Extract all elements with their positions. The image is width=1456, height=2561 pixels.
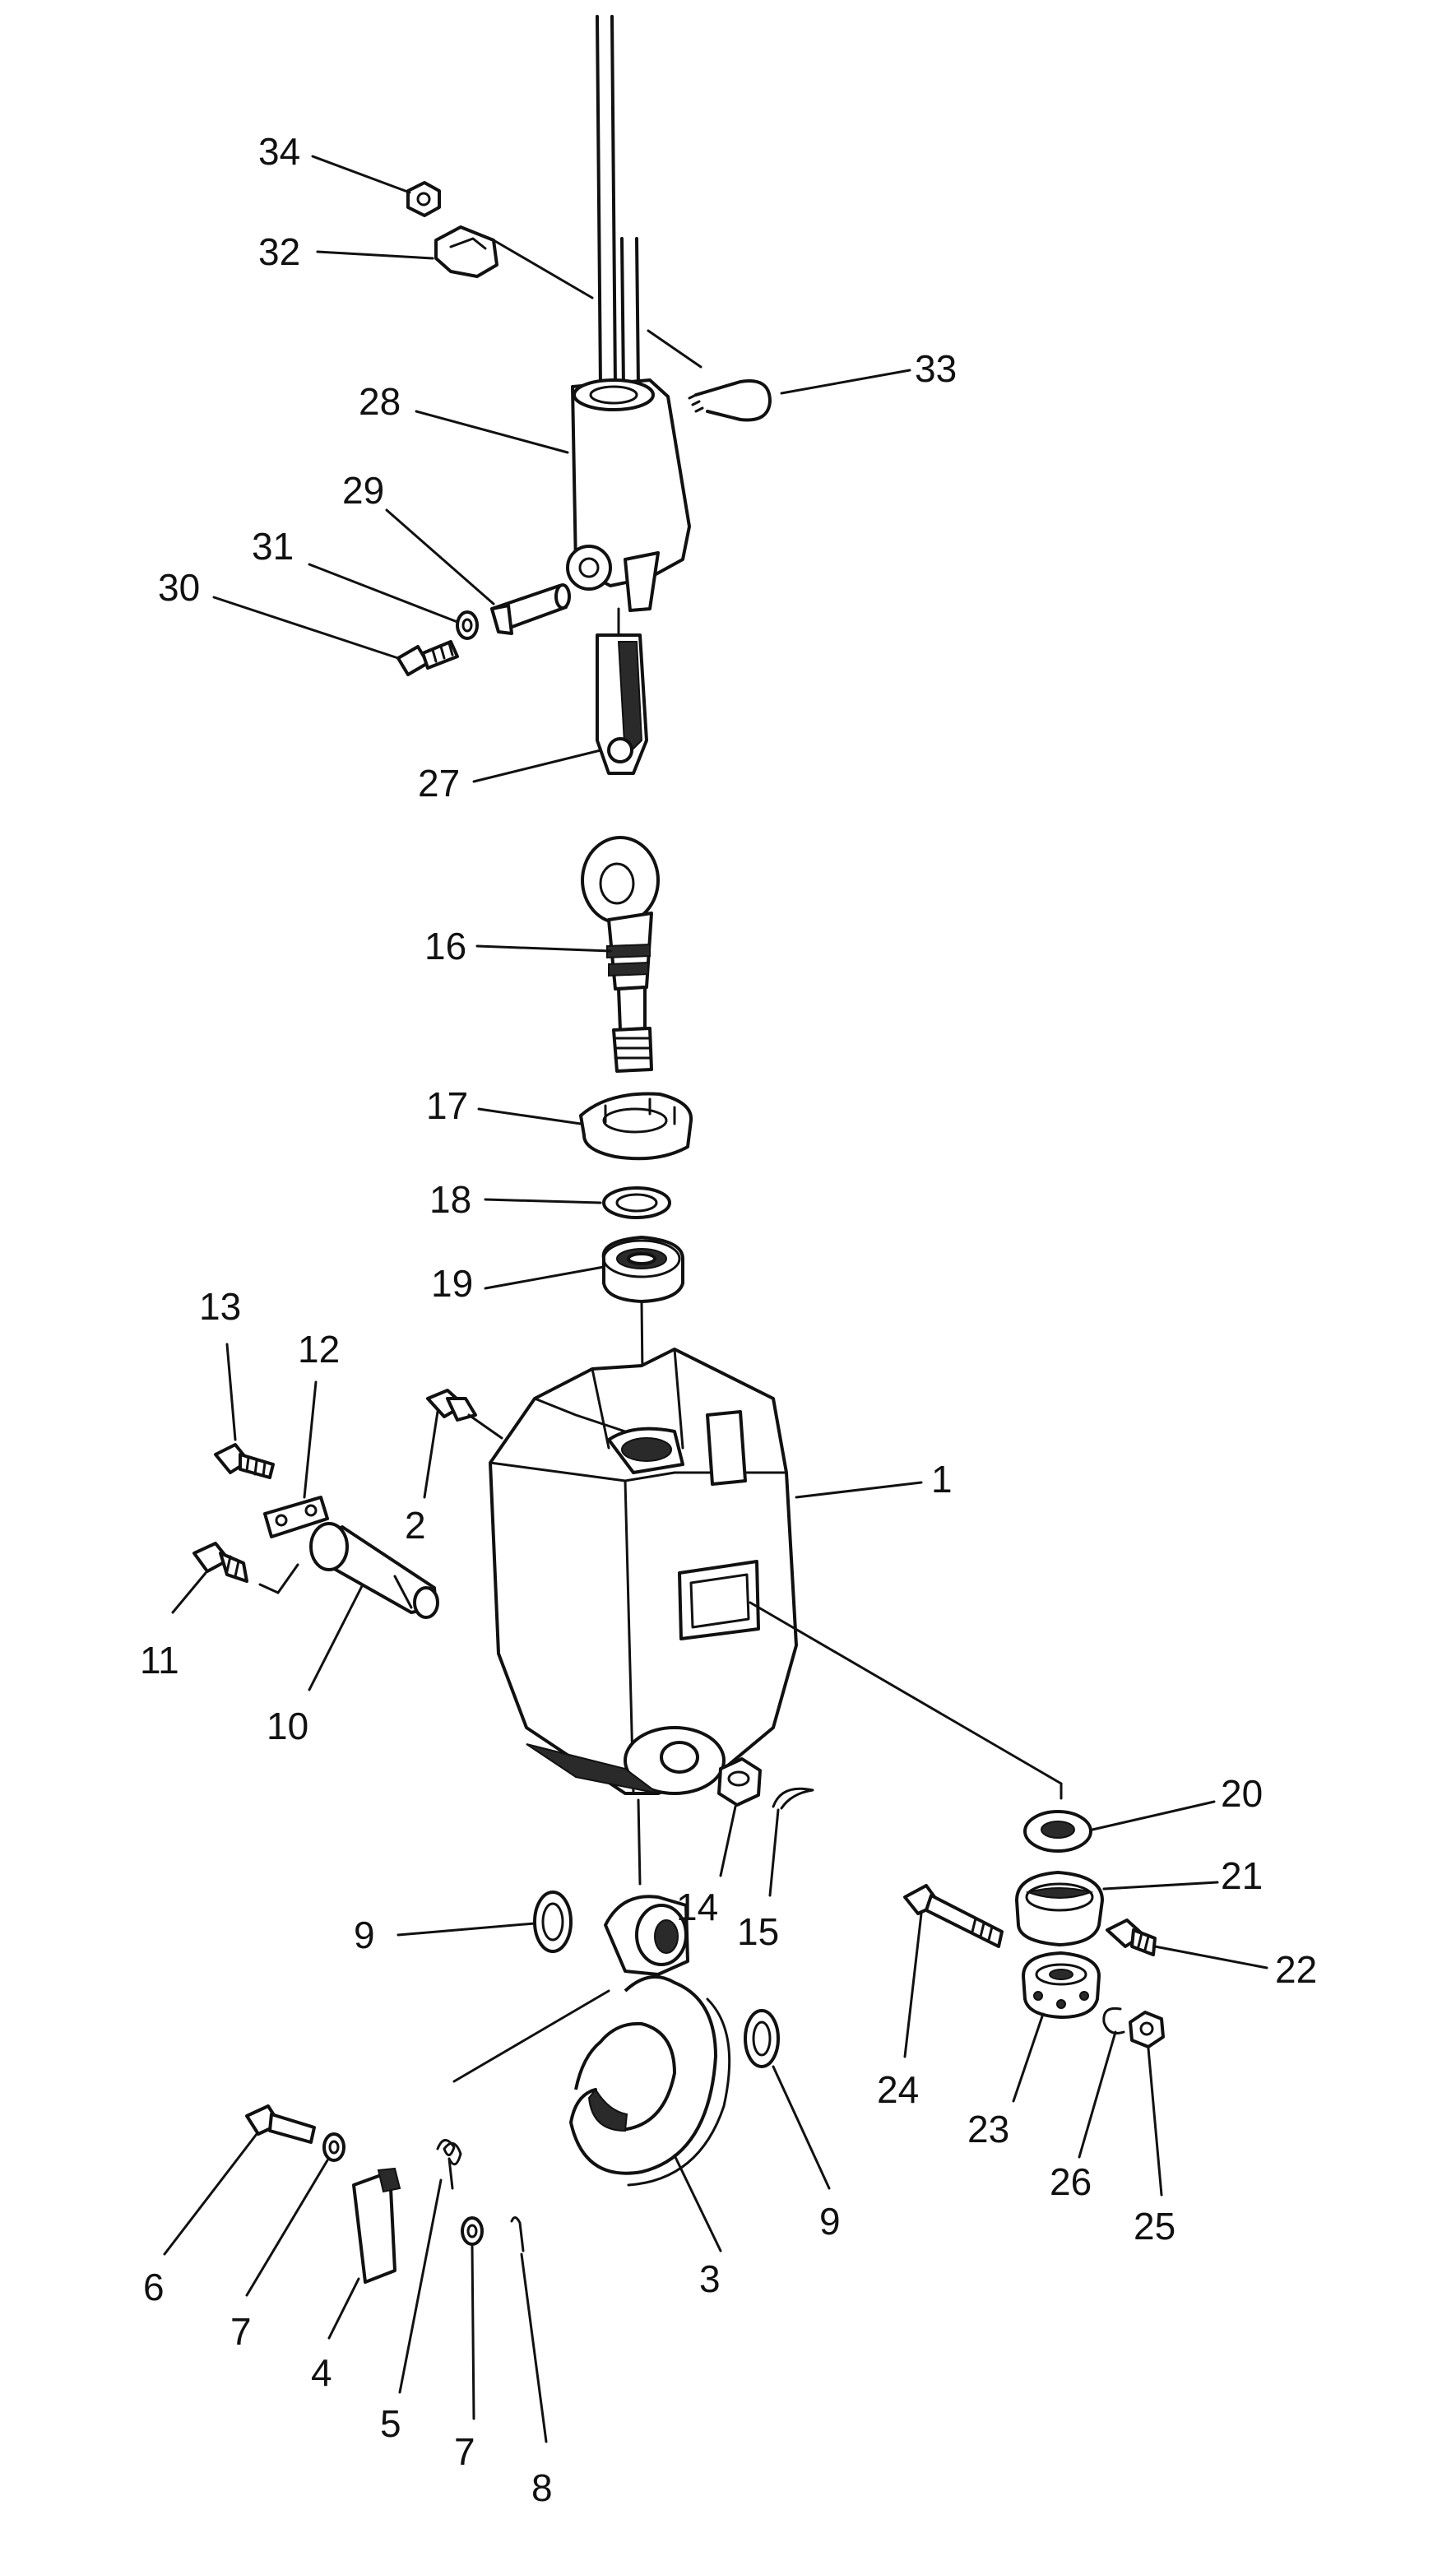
wedge-socket-part-28 [566,378,691,612]
part-label-4: 4 [311,2351,332,2394]
part-label-1: 1 [931,1458,953,1501]
slotted-nut-part-23 [1022,1951,1101,2019]
nut-part-34 [406,181,441,217]
leader-lines [163,155,1268,2443]
part-label-20: 20 [1221,1772,1263,1815]
part-label-28: 28 [359,380,401,423]
washer-part-9-left [533,1891,573,1953]
collar-part-21 [1015,1871,1104,1946]
part-label-31: 31 [252,525,294,568]
part-label-15: 15 [737,1910,779,1953]
cotter-pin-part-15 [772,1787,814,1810]
part-label-14: 14 [676,1886,718,1928]
part-label-34: 34 [258,130,300,173]
part-label-11: 11 [140,1639,179,1682]
eye-bolt-part-16 [581,836,660,1073]
washer-part-7-upper [322,2132,345,2162]
part-label-7-upper: 7 [230,2310,252,2353]
part-label-19: 19 [431,1262,473,1305]
bolt-part-6 [245,2104,316,2144]
part-label-30: 30 [158,566,200,609]
part-label-29: 29 [342,469,384,512]
part-label-2: 2 [405,1504,426,1547]
part-label-12: 12 [298,1328,340,1371]
seal-part-20 [1023,1810,1092,1853]
spring-part-5 [436,2139,462,2190]
part-label-26: 26 [1050,2160,1092,2203]
grease-fitting-part-22 [1106,1918,1157,1956]
washer-part-9-right [744,2009,780,2068]
pin-part-29 [490,583,571,635]
part-label-10: 10 [267,1705,308,1747]
part-label-33: 33 [915,347,957,390]
part-label-9-right: 9 [819,2200,841,2243]
part-label-9-left: 9 [354,1914,375,1956]
wire-rope [596,15,640,388]
washer-part-18 [602,1186,671,1219]
nut-part-14 [717,1757,762,1807]
wedge-part-27 [596,607,648,775]
snap-ring-part-26 [1102,2007,1125,2034]
grease-fitting-part-11 [192,1542,248,1583]
bolt-part-13 [214,1443,275,1479]
clip-saddle-part-32 [434,225,594,299]
part-labels: 34 32 33 28 29 31 30 27 16 17 18 19 13 1… [140,130,1317,2509]
latch-part-4 [352,2167,401,2284]
part-label-21: 21 [1221,1854,1263,1897]
part-label-27: 27 [418,762,460,805]
part-label-8: 8 [531,2466,553,2509]
part-label-17: 17 [426,1084,468,1127]
washer-part-7-lower [461,2216,484,2246]
hook-block-body-part-1 [489,1348,1063,1800]
part-label-3: 3 [699,2257,721,2300]
part-label-16: 16 [424,925,466,967]
grease-fitting-part-2 [426,1389,503,1440]
u-bolt-part-33 [647,329,772,422]
part-label-32: 32 [258,230,300,273]
plate-part-12 [263,1496,329,1538]
shaft-part-10 [258,1522,439,1619]
part-label-7-lower: 7 [454,2430,475,2473]
washer-part-31 [456,610,479,640]
part-label-22: 22 [1275,1948,1317,1991]
part-label-13: 13 [199,1285,241,1328]
part-label-25: 25 [1134,2205,1175,2248]
part-label-5: 5 [380,2402,401,2445]
part-label-24: 24 [877,2068,919,2111]
part-label-23: 23 [967,2108,1009,2150]
castle-nut-part-17 [579,1092,693,1161]
part-label-6: 6 [143,2266,165,2308]
part-label-18: 18 [429,1178,471,1221]
bolt-part-24 [903,1884,1004,1948]
cotter-pin-part-8 [510,2216,525,2252]
bolt-part-30 [396,640,459,676]
hook-part-3 [452,1798,731,2187]
nut-part-25 [1129,2011,1165,2048]
